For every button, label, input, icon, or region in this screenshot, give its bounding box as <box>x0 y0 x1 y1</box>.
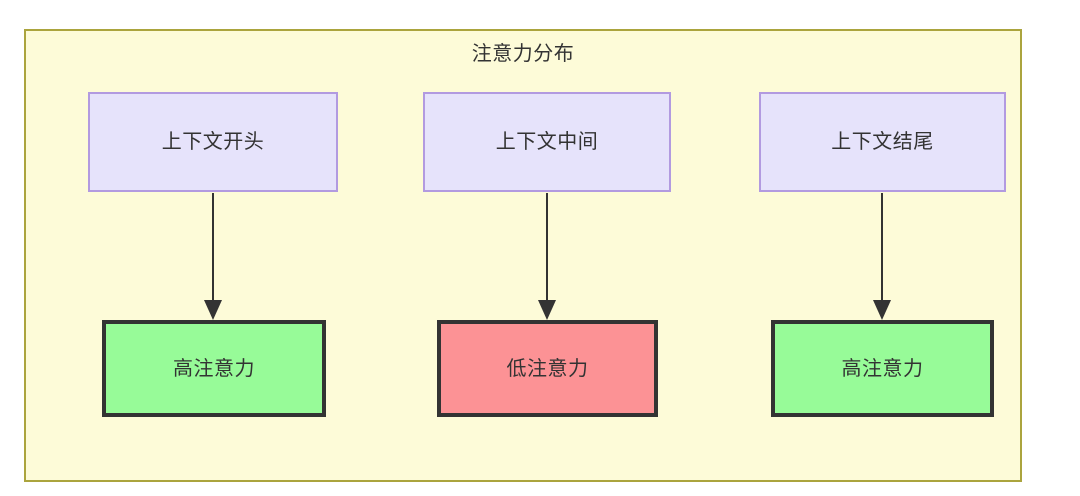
node-attention-high-1[interactable]: 高注意力 <box>102 320 326 417</box>
node-context-middle[interactable]: 上下文中间 <box>423 92 671 192</box>
node-attention-high-2[interactable]: 高注意力 <box>771 320 994 417</box>
node-context-end[interactable]: 上下文结尾 <box>759 92 1006 192</box>
node-label: 上下文结尾 <box>831 131 934 153</box>
node-label: 上下文开头 <box>161 131 265 153</box>
node-label: 低注意力 <box>506 357 589 380</box>
node-label: 上下文中间 <box>495 131 599 153</box>
node-context-start[interactable]: 上下文开头 <box>88 92 338 192</box>
node-label: 高注意力 <box>173 357 255 380</box>
node-label: 高注意力 <box>841 357 924 380</box>
subgraph-title: 注意力分布 <box>471 43 575 65</box>
node-attention-low[interactable]: 低注意力 <box>437 320 658 417</box>
